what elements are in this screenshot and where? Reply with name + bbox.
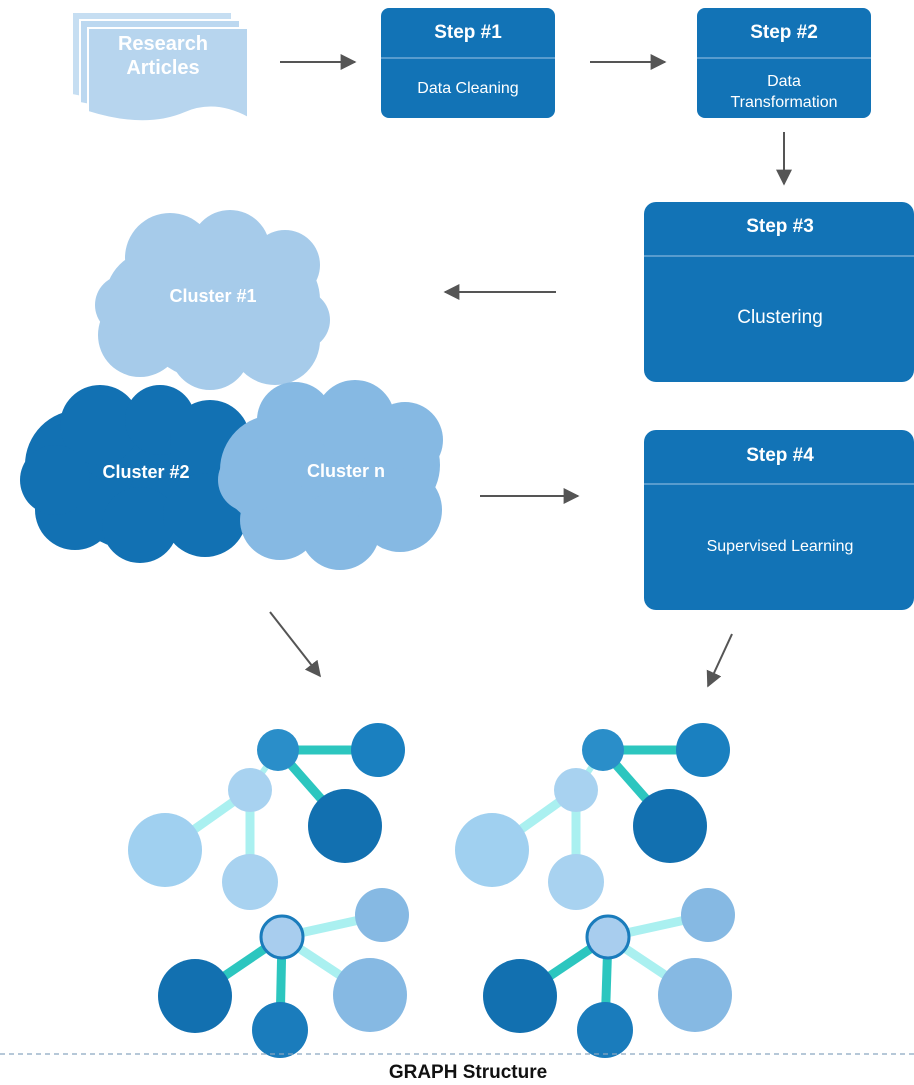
- step-4-body: Supervised Learning: [707, 538, 854, 555]
- step-4-box: Step #4 Supervised Learning: [644, 430, 914, 610]
- cluster-1-label: Cluster #1: [169, 286, 256, 306]
- graph-left-bottom: [158, 888, 409, 1058]
- cluster-1-cloud: Cluster #1: [95, 210, 330, 390]
- graph-right-top: [455, 723, 730, 910]
- graph-left-top: [128, 723, 405, 910]
- research-articles-document: Research Articles: [71, 11, 249, 123]
- step-1-body: Data Cleaning: [417, 80, 518, 97]
- cluster-2-cloud: [20, 385, 250, 563]
- cluster-n-label: Cluster n: [307, 461, 385, 481]
- graph-right-bottom: [483, 888, 735, 1058]
- step-3-box: Step #3 Clustering: [644, 202, 914, 382]
- step-1-box: Step #1 Data Cleaning: [381, 8, 555, 118]
- cluster-2-label: Cluster #2: [102, 462, 189, 482]
- cluster-n-cloud: [218, 380, 443, 570]
- step-2-title: Step #2: [750, 22, 818, 43]
- arrow-clusters-to-graph: [269, 611, 321, 678]
- step-2-body-line2: Transformation: [731, 94, 838, 111]
- step-2-box: Step #2 Data Transformation: [697, 8, 871, 118]
- graph-left: [128, 723, 409, 1058]
- step-3-title: Step #3: [746, 216, 814, 237]
- research-articles-label-line2: Articles: [126, 57, 199, 79]
- step-2-body-line1: Data: [767, 73, 801, 90]
- research-articles-label-line1: Research: [118, 33, 208, 55]
- graph-right: [455, 723, 735, 1058]
- step-3-body: Clustering: [737, 307, 823, 328]
- arrow-step4-to-graph: [706, 633, 733, 688]
- step-4-title: Step #4: [746, 445, 814, 466]
- step-1-title: Step #1: [434, 22, 502, 43]
- graph-structure-caption: GRAPH Structure: [389, 1062, 547, 1083]
